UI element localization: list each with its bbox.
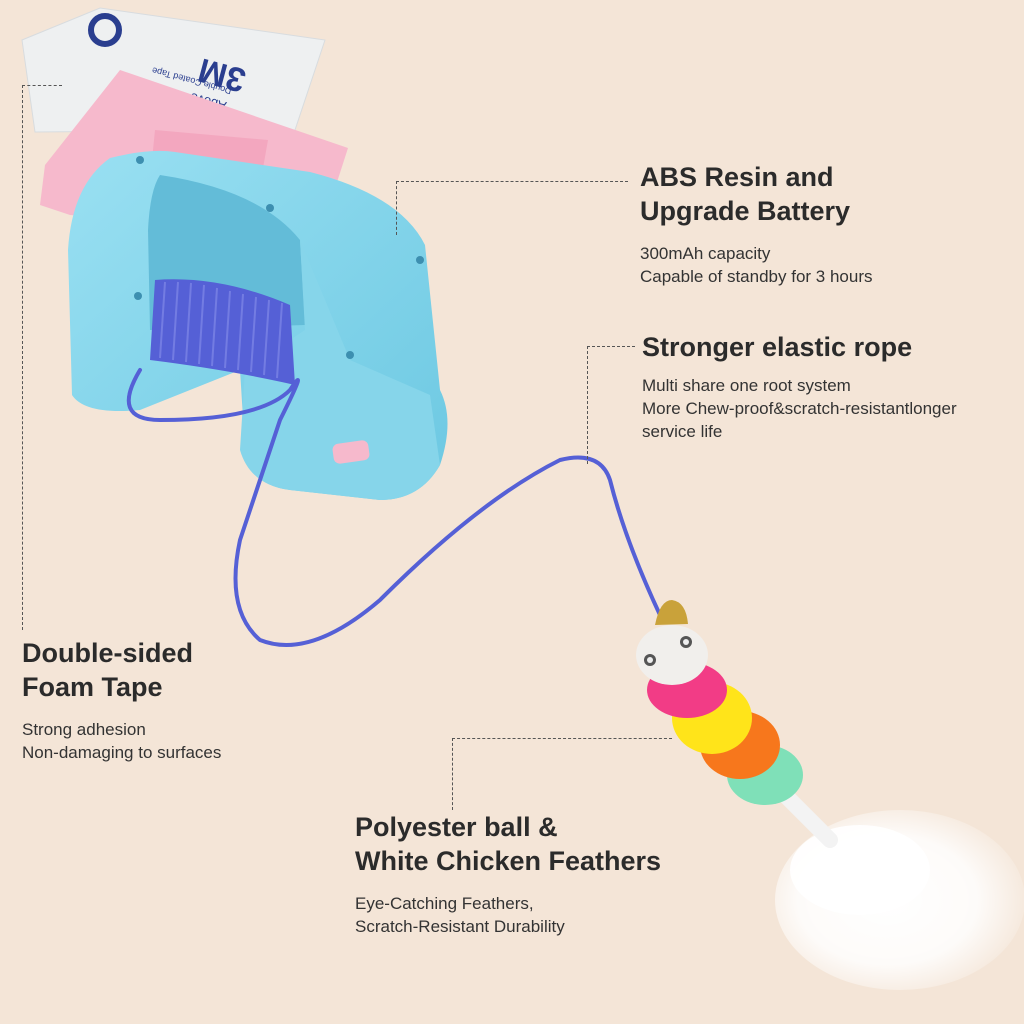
elastic-rope (126, 368, 662, 647)
pom-pom-balls (636, 600, 803, 805)
leader-battery-h (396, 181, 628, 182)
callout-tape: Double-sided Foam Tape Strong adhesion N… (22, 636, 322, 764)
callout-feathers-title: Polyester ball & White Chicken Feathers (355, 812, 662, 876)
callout-rope: Stronger elastic rope Multi share one ro… (642, 330, 1022, 443)
callout-rope-title: Stronger elastic rope (642, 332, 913, 362)
leader-rope-h (587, 346, 635, 347)
leader-battery-v (396, 181, 397, 235)
callout-tape-desc: Strong adhesion Non-damaging to surfaces (22, 720, 222, 762)
callout-battery: ABS Resin and Upgrade Battery 300mAh cap… (640, 160, 1000, 288)
leader-tape-v (22, 85, 23, 630)
callout-tape-title: Double-sided Foam Tape (22, 638, 194, 702)
callout-feathers: Polyester ball & White Chicken Feathers … (355, 810, 775, 938)
callout-feathers-desc: Eye-Catching Feathers, Scratch-Resistant… (355, 894, 565, 936)
leader-tape-h (22, 85, 62, 86)
bell-icon (655, 600, 688, 625)
leader-feathers-h (452, 738, 672, 739)
callout-rope-desc: Multi share one root system More Chew-pr… (642, 376, 957, 441)
callout-battery-desc: 300mAh capacity Capable of standby for 3… (640, 244, 873, 286)
leader-feathers-v (452, 738, 453, 810)
callout-battery-title: ABS Resin and Upgrade Battery (640, 162, 851, 226)
rope-spool (150, 279, 295, 385)
feather-wand (772, 782, 1024, 990)
leader-rope-v (587, 346, 588, 464)
